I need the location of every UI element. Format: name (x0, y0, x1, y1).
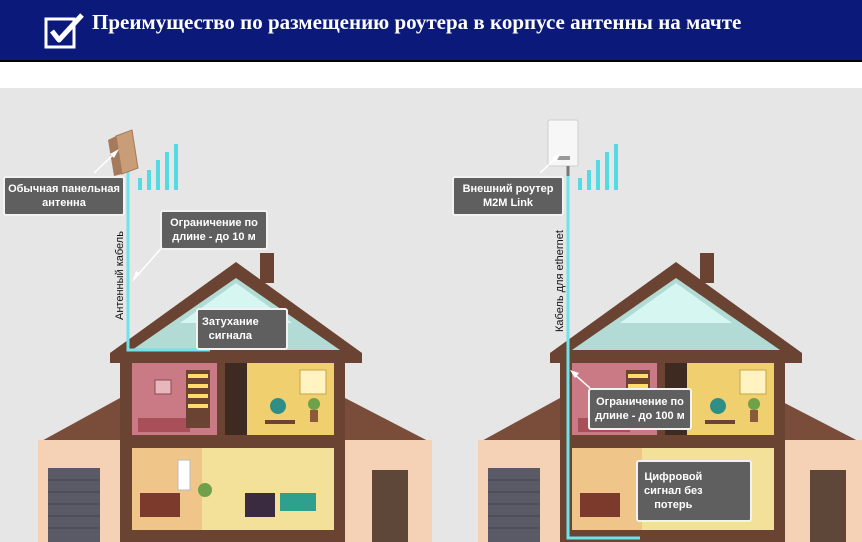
router-icon (547, 119, 579, 176)
ethernet-cable-label: Кабель для ethernet (554, 230, 566, 332)
router-label: Внешний роутер M2M Link (452, 176, 564, 216)
attenuation-label: Затухание сигнала (196, 308, 288, 350)
length-limit-label-right: Ограничение по длине - до 100 м (588, 388, 692, 430)
length-limit-label-left: Ограничение по длине - до 10 м (160, 210, 268, 250)
antenna-cable-label: Антенный кабель (114, 231, 126, 320)
page-title: Преимущество по размещению роутера в кор… (92, 10, 742, 34)
illustration: Обычная панельная антенна Ограничение по… (0, 88, 862, 542)
antenna-label: Обычная панельная антенна (3, 176, 125, 216)
digital-signal-label: Цифровой сигнал без потерь (636, 460, 752, 522)
checkbox-checked-icon (44, 13, 84, 49)
header-banner: Преимущество по размещению роутера в кор… (0, 0, 862, 62)
